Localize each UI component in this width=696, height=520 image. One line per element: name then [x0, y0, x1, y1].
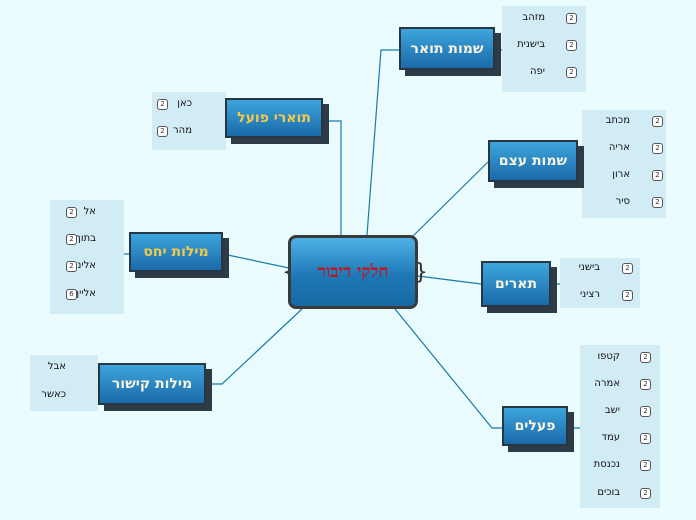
- count-badge: 2: [652, 116, 663, 127]
- count-badge: 2: [640, 488, 651, 499]
- link-adjectives: [366, 49, 399, 236]
- nouns-leaf[interactable]: ארון: [612, 169, 630, 180]
- nouns-leaf[interactable]: אריה: [608, 142, 630, 153]
- nouns-leaf[interactable]: סיר: [615, 196, 630, 207]
- link-verbs: [394, 308, 502, 429]
- count-badge: 2: [66, 234, 77, 245]
- count-badge: 6: [66, 289, 77, 300]
- count-badge: 2: [566, 40, 577, 51]
- count-badge: 2: [157, 126, 168, 137]
- topic-adjectives[interactable]: שמות תואר: [399, 27, 495, 70]
- count-badge: 2: [640, 379, 651, 390]
- count-badge: 2: [652, 197, 663, 208]
- descriptors-leaf[interactable]: רציני: [579, 289, 600, 300]
- conjunctions-leaf[interactable]: אבל: [47, 361, 66, 372]
- count-badge: 2: [622, 290, 633, 301]
- count-badge: 2: [640, 460, 651, 471]
- prepositions-pane: [50, 200, 124, 314]
- verbs-leaf[interactable]: בוכים: [597, 487, 620, 498]
- topic-prepositions[interactable]: מילות יחס: [129, 232, 223, 272]
- adverbs-leaf[interactable]: מהר: [173, 125, 192, 136]
- topic-verbs[interactable]: פעלים: [502, 406, 568, 446]
- link-nouns: [411, 161, 489, 238]
- verbs-pane: [580, 345, 660, 508]
- topic-conjunctions[interactable]: מילות קישור: [98, 363, 206, 405]
- count-badge: 2: [66, 207, 77, 218]
- conjunctions-pane: [30, 355, 98, 411]
- link-conjunctions: [206, 308, 303, 385]
- central-topic[interactable]: חלקי דיבור: [288, 235, 418, 309]
- topic-nouns[interactable]: שמות עצם: [488, 140, 578, 182]
- topic-adverbs[interactable]: תוארי פועל: [225, 98, 323, 138]
- prepositions-leaf[interactable]: אלינו: [74, 260, 96, 271]
- link-prepositions: [222, 253, 290, 269]
- prepositions-leaf[interactable]: אלייך: [73, 288, 96, 299]
- count-badge: 2: [66, 261, 77, 272]
- prepositions-leaf[interactable]: בתוך: [75, 233, 96, 244]
- nouns-leaf[interactable]: מכתב: [605, 115, 630, 126]
- verbs-leaf[interactable]: נכנסת: [593, 459, 620, 470]
- adverbs-leaf[interactable]: כאן: [177, 98, 192, 109]
- topic-descriptors[interactable]: תארים: [481, 261, 551, 307]
- adjectives-leaf[interactable]: מזהב: [522, 12, 545, 23]
- conjunctions-leaf[interactable]: כאשר: [41, 389, 66, 400]
- count-badge: 2: [652, 170, 663, 181]
- count-badge: 2: [640, 433, 651, 444]
- link-adverbs: [323, 120, 342, 235]
- link-descriptors: [417, 275, 482, 285]
- adjectives-leaf[interactable]: יפה: [529, 66, 545, 77]
- count-badge: 2: [566, 67, 577, 78]
- verbs-leaf[interactable]: קטפו: [597, 351, 620, 362]
- descriptors-leaf[interactable]: בישני: [578, 262, 600, 273]
- count-badge: 2: [640, 352, 651, 363]
- count-badge: 2: [622, 263, 633, 274]
- verbs-leaf[interactable]: ישב: [604, 405, 620, 416]
- count-badge: 2: [652, 143, 663, 154]
- verbs-leaf[interactable]: אמרה: [594, 378, 620, 389]
- prepositions-leaf[interactable]: אל: [83, 206, 96, 217]
- count-badge: 2: [157, 99, 168, 110]
- count-badge: 2: [640, 406, 651, 417]
- verbs-leaf[interactable]: עמד: [601, 432, 620, 443]
- adjectives-leaf[interactable]: בישנית: [517, 39, 545, 50]
- count-badge: 2: [566, 13, 577, 24]
